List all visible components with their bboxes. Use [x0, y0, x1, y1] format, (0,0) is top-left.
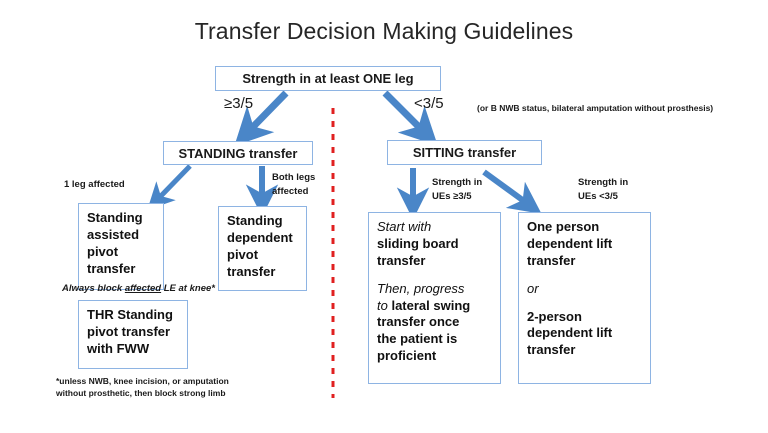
- footnote-line1: *unless NWB, knee incision, or amputatio…: [56, 376, 229, 386]
- outcome-line: or: [527, 280, 539, 296]
- outcome-line: the patient is: [377, 331, 458, 347]
- outcome-line: Start with: [377, 219, 432, 234]
- outcome-line: transfer: [87, 260, 136, 276]
- standing-transfer-label: STANDING transfer: [178, 145, 298, 161]
- outcome-line: transfer once: [377, 314, 460, 330]
- right-branch-annotation: (or B NWB status, bilateral amputation w…: [477, 103, 714, 113]
- note-text-pre: Always block: [62, 283, 125, 294]
- outcome-line: transfer: [527, 252, 576, 268]
- note-always-block-affected-le: Always block affected LE at knee*: [62, 283, 215, 294]
- branch-label-left: ≥3/5: [224, 95, 254, 112]
- outcome-line: pivot: [87, 243, 119, 259]
- arrow-sitting-to-dependent-lift: [482, 169, 542, 214]
- outcome-line: sliding board: [377, 235, 459, 251]
- sitting-transfer-box: SITTING transfer: [387, 140, 542, 165]
- outcome-line: dependent lift: [527, 325, 613, 341]
- spacer: [527, 298, 643, 309]
- outcome-line: One person: [527, 219, 600, 234]
- outcome-line: Then, progress: [377, 280, 465, 296]
- edge-label-ue-weak-line1: Strength in: [578, 177, 629, 188]
- outcome-line: to: [377, 297, 388, 313]
- arrow-root-to-standing: [234, 90, 289, 147]
- outcome-line: pivot: [227, 246, 259, 262]
- edge-label-ue-strong-line1: Strength in: [432, 177, 483, 188]
- outcome-line: transfer: [377, 252, 426, 268]
- outcome-thr-standing-pivot-transfer-fww: THR Standing pivot transfer with FWW: [78, 300, 188, 369]
- edge-label-both-legs-line2: affected: [272, 186, 309, 197]
- edge-label-ue-strong-line2: UEs ≥3/5: [432, 191, 472, 202]
- sitting-transfer-label: SITTING transfer: [412, 145, 517, 160]
- outcome-line: lateral swing: [391, 297, 471, 313]
- root-decision-label: Strength in at least ONE leg: [242, 71, 414, 86]
- outcome-sliding-board-transfer: Start with sliding board transfer Then, …: [368, 212, 501, 384]
- outcome-standing-assisted-pivot-transfer: Standing assisted pivot transfer: [78, 203, 164, 290]
- outcome-line: transfer: [227, 263, 276, 279]
- spacer: [377, 270, 493, 281]
- edge-label-ue-weak-line2: UEs <3/5: [578, 191, 618, 202]
- footnote-line2: without prosthetic, then block strong li…: [56, 388, 226, 398]
- outcome-line: with FWW: [87, 340, 150, 356]
- outcome-line: dependent: [227, 229, 293, 245]
- standing-transfer-box: STANDING transfer: [163, 141, 313, 165]
- outcome-line: 2-person: [527, 308, 582, 324]
- edge-label-one-leg-affected: 1 leg affected: [64, 179, 125, 190]
- outcome-line: assisted: [87, 226, 140, 242]
- outcome-line: pivot transfer: [87, 323, 171, 339]
- branch-label-right: <3/5: [414, 95, 444, 112]
- page-title: Transfer Decision Making Guidelines: [194, 18, 574, 44]
- note-text-underlined: affected: [124, 283, 162, 294]
- outcome-line: proficient: [377, 348, 437, 364]
- outcome-standing-dependent-pivot-transfer: Standing dependent pivot transfer: [218, 206, 307, 291]
- root-decision-box: Strength in at least ONE leg: [215, 66, 441, 91]
- outcome-line: Standing: [87, 210, 143, 225]
- outcome-line: THR Standing: [87, 307, 173, 322]
- outcome-line: Standing: [227, 213, 283, 228]
- note-text-post: LE at knee*: [161, 283, 215, 294]
- outcome-line: dependent lift: [527, 235, 613, 251]
- arrow-standing-to-assisted: [147, 164, 192, 211]
- outcome-dependent-lift-transfer: One person dependent lift transfer or 2-…: [518, 212, 651, 384]
- spacer: [527, 270, 643, 281]
- outcome-line: transfer: [527, 342, 576, 358]
- edge-label-both-legs-line1: Both legs: [272, 172, 316, 183]
